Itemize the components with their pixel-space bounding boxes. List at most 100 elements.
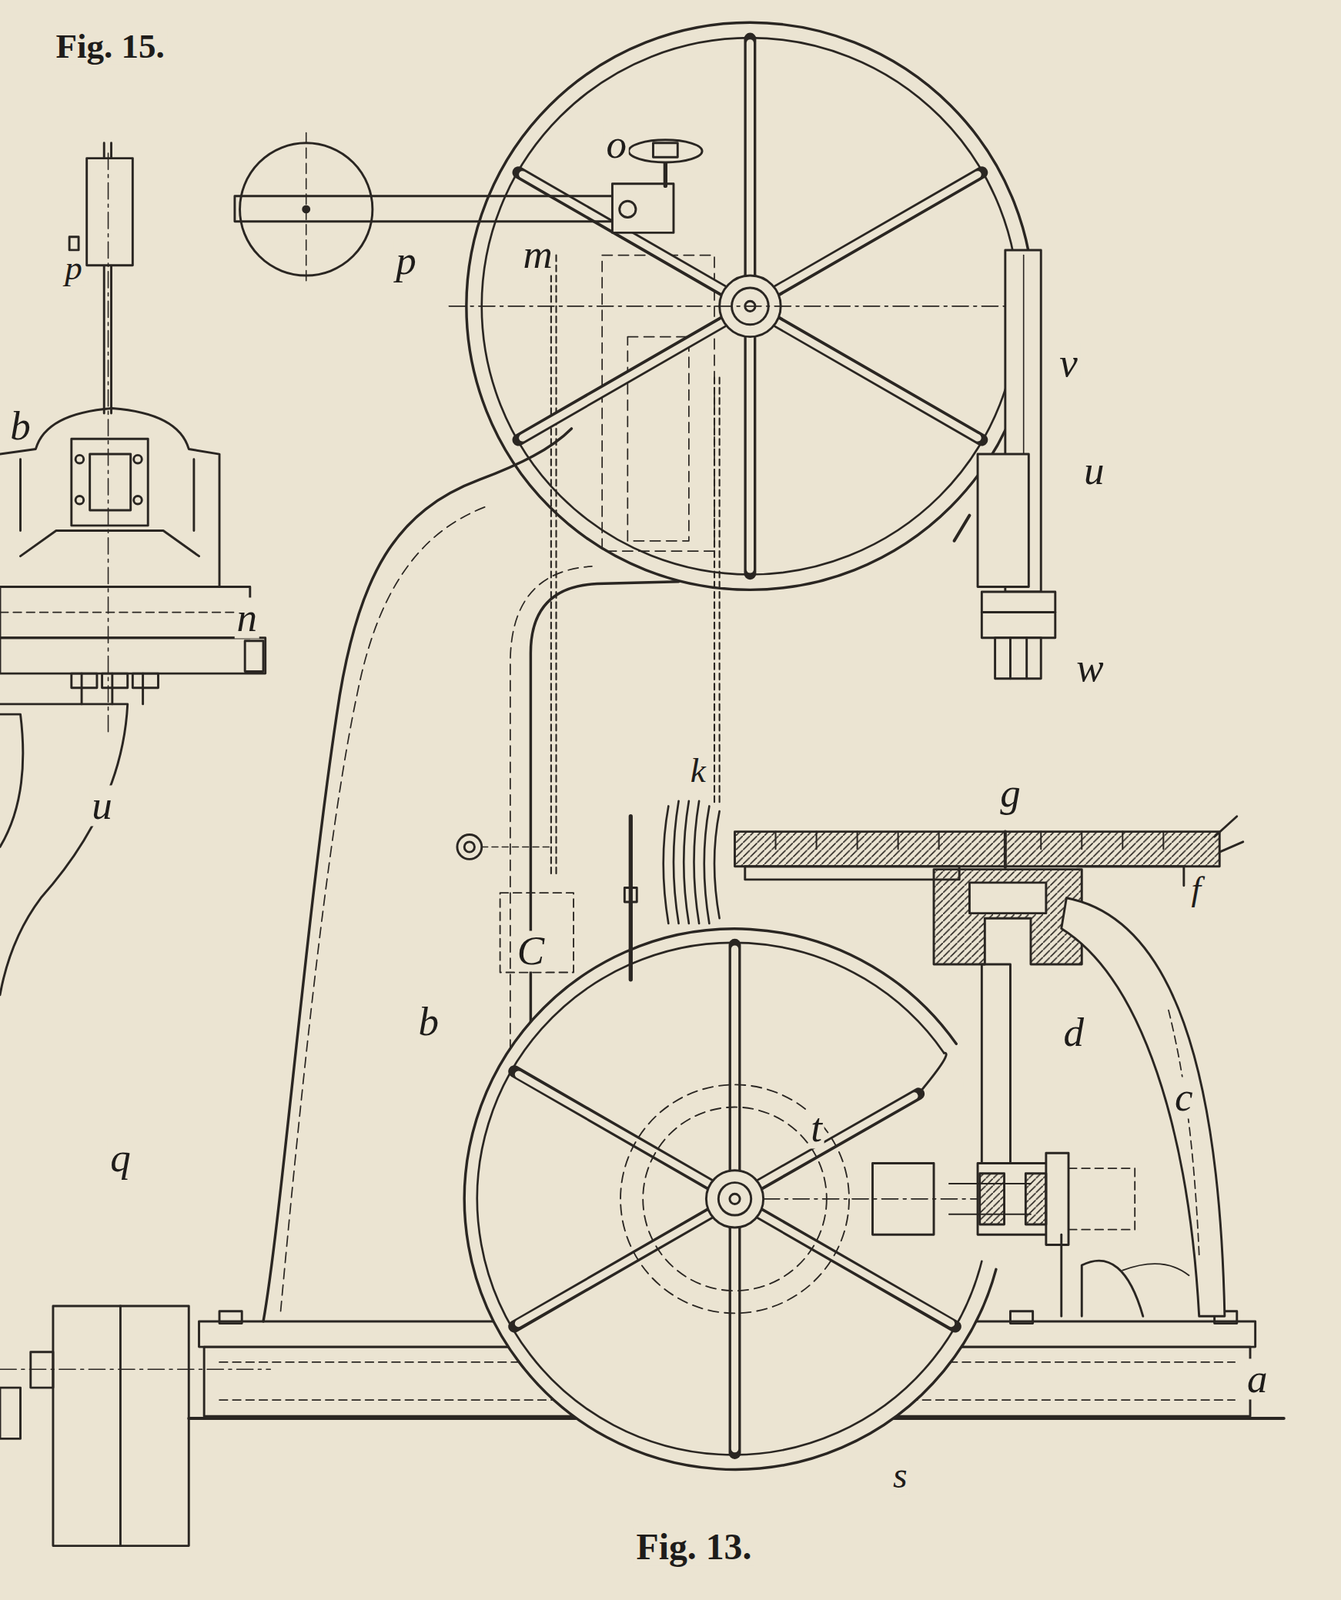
part-letter: k xyxy=(688,754,709,790)
saw-table xyxy=(735,816,1244,1318)
brake-and-pulley-part xyxy=(624,888,637,903)
fig15-detail-part xyxy=(133,495,143,505)
brake-and-pulley xyxy=(457,801,720,980)
upper-wheel-part-part xyxy=(743,39,756,307)
fig15-detail xyxy=(0,143,271,1547)
brake-and-pulley-part xyxy=(481,846,552,849)
lower-bearing-part xyxy=(977,1163,1060,1235)
fig15-detail-part xyxy=(86,158,134,266)
part-letter: u xyxy=(1081,451,1107,492)
part-letter: C xyxy=(514,930,547,972)
upper-wheel-part-part xyxy=(522,321,725,439)
frame-column-part xyxy=(280,504,491,1311)
figure-caption: Fig. 13. xyxy=(634,1528,755,1566)
fig15-detail-part xyxy=(75,454,84,464)
part-letter: o xyxy=(603,124,629,166)
chain-part xyxy=(713,377,716,807)
fig15-detail-part xyxy=(90,454,131,511)
lower-wheel-part-part xyxy=(518,1211,715,1325)
lower-wheel xyxy=(464,929,997,1471)
part-letter: n xyxy=(234,598,261,639)
part-letter: b xyxy=(7,406,34,448)
saw-table-part xyxy=(981,964,1010,1169)
saw-table-part xyxy=(1122,1264,1189,1276)
fig15-detail-part xyxy=(0,611,251,614)
saw-guide-part xyxy=(1025,638,1028,679)
saw-table-part xyxy=(1076,866,1184,887)
upper-wheel-part-part xyxy=(775,321,978,439)
part-letter: d xyxy=(1060,1012,1087,1054)
lower-bearing xyxy=(872,1153,1143,1317)
lower-wheel-part-part xyxy=(518,1074,715,1188)
counterweight-lever-part xyxy=(305,132,308,286)
brake-and-pulley-part xyxy=(628,816,633,980)
lower-wheel-part-part xyxy=(735,1093,920,1200)
lower-bearing-part xyxy=(872,1163,934,1235)
lower-wheel-part xyxy=(918,1053,947,1094)
part-letter: s xyxy=(890,1457,910,1495)
lower-wheel-part-part xyxy=(729,945,742,1200)
lower-wheel-part xyxy=(705,1170,763,1228)
part-letter: q xyxy=(107,1137,134,1179)
fig15-detail-part xyxy=(20,531,200,557)
part-letter: v xyxy=(1056,342,1081,384)
counterweight-lever-part xyxy=(619,200,636,218)
brake-and-pulley-part xyxy=(500,892,574,973)
upper-wheel-part xyxy=(448,305,1031,308)
fig15-detail-part xyxy=(0,638,266,674)
part-letter: b xyxy=(416,1002,442,1044)
brake-and-pulley-part xyxy=(457,835,482,860)
saw-table-part xyxy=(745,866,960,880)
fig15-detail-part xyxy=(133,454,143,464)
lower-wheel-part-part xyxy=(755,1096,915,1188)
counterweight-lever-part xyxy=(652,143,678,158)
upper-wheel-part-part xyxy=(518,172,750,307)
saw-guide-part xyxy=(981,591,1055,639)
lower-bearing-part xyxy=(1025,1173,1047,1225)
lower-wheel-part xyxy=(464,929,997,1471)
saw-table-part xyxy=(1003,832,1007,868)
fig15-detail-part xyxy=(71,438,148,526)
fig15-detail-part xyxy=(0,1387,21,1439)
saw-guide-part xyxy=(977,454,1029,587)
fig15-detail-part xyxy=(69,237,79,251)
fig15-detail-part xyxy=(0,586,251,638)
fig15-detail-part xyxy=(53,1306,189,1547)
saw-table-part xyxy=(775,832,1164,850)
saw-guide-part xyxy=(954,515,970,542)
lower-bearing-part xyxy=(1060,1234,1063,1317)
lower-wheel-part xyxy=(729,1193,740,1204)
lower-wheel-part-part xyxy=(735,1199,956,1328)
base-plate-part xyxy=(219,1311,242,1325)
band-saw-drawing-part xyxy=(0,22,1285,1546)
part-letter: m xyxy=(520,234,555,276)
part-letter: a xyxy=(1244,1359,1271,1401)
part-letter: p xyxy=(62,250,85,286)
fig15-detail-part xyxy=(132,673,158,689)
fig15-detail-part xyxy=(20,459,194,532)
upper-wheel-part-part xyxy=(775,174,978,291)
lower-bearing-part xyxy=(1081,1260,1144,1317)
brake-and-pulley-part xyxy=(663,801,720,924)
saw-table-part xyxy=(735,832,1221,867)
counterweight-lever-part xyxy=(628,140,703,163)
part-letter: w xyxy=(1073,648,1106,689)
chain-part xyxy=(555,255,557,879)
lower-wheel-part-part xyxy=(731,1224,739,1450)
counterweight-lever-part xyxy=(611,183,674,234)
chain-part xyxy=(550,255,552,879)
upper-wheel xyxy=(448,22,1034,590)
figure-number: Fig. 15. xyxy=(53,29,167,64)
part-letter: g xyxy=(997,773,1024,815)
base-plate-part xyxy=(1009,1311,1033,1325)
brake-and-pulley-part xyxy=(464,842,475,853)
fig15-detail-part xyxy=(102,673,128,689)
lower-bearing-part xyxy=(1068,1168,1135,1231)
fig15-detail-part xyxy=(0,1368,271,1371)
counterweight-lever xyxy=(234,132,703,286)
saw-table-part xyxy=(1168,1010,1200,1256)
upper-wheel-part-part xyxy=(749,172,982,307)
fig15-detail-part xyxy=(30,1352,54,1388)
chain-part xyxy=(718,377,721,807)
